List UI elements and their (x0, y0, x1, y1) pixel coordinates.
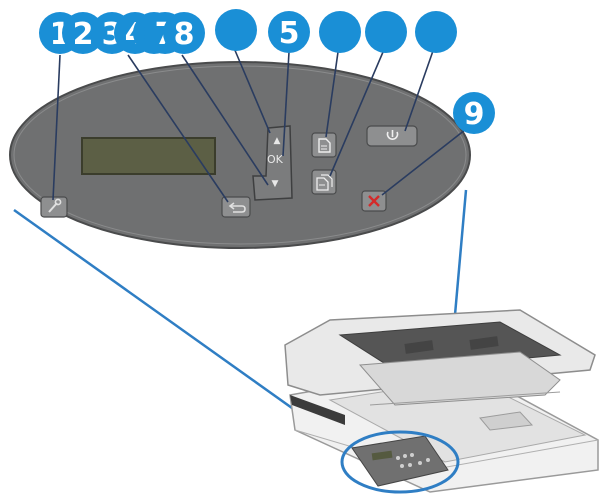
power-button[interactable] (366, 125, 418, 147)
callout-leader-lines (52, 47, 471, 203)
callout-up-arrow (215, 9, 257, 51)
svg-text:8: 8 (174, 17, 195, 52)
document-icon (318, 138, 331, 153)
callout-9: 9 (453, 92, 495, 134)
ok-button[interactable]: OK (267, 153, 284, 166)
down-arrow-button[interactable]: ▼ (264, 172, 288, 190)
down-arrow-icon: ▼ (272, 179, 279, 189)
magnified-control-panel (9, 61, 471, 249)
back-button[interactable] (221, 196, 251, 218)
navigation-pad (252, 125, 293, 201)
lcd-display (81, 137, 216, 175)
duplex-document-icon (316, 174, 333, 191)
wrench-icon (48, 198, 62, 213)
callout-power (415, 11, 457, 53)
svg-text:5: 5 (279, 16, 300, 51)
settings-button[interactable] (40, 196, 68, 218)
cancel-button[interactable] (361, 190, 387, 212)
up-arrow-icon: ▲ (274, 136, 281, 146)
callout-markers: 1 2 3 4 6 7 8 5 (39, 9, 495, 134)
svg-text:9: 9 (464, 97, 485, 132)
callout-scan-duplex (365, 11, 407, 53)
power-icon (386, 130, 399, 140)
callout-scan-simplex (319, 11, 361, 53)
callout-5: 5 (268, 11, 310, 53)
zoom-ring (340, 430, 460, 494)
scan-simplex-button[interactable] (311, 132, 337, 158)
svg-text:2: 2 (73, 17, 94, 52)
callout-2: 2 (62, 12, 104, 54)
ok-label: OK (267, 153, 284, 166)
callout-8: 8 (163, 12, 205, 54)
up-arrow-button[interactable]: ▲ (266, 130, 288, 148)
scanner-control-panel-small (351, 435, 449, 487)
scan-duplex-button[interactable] (311, 169, 337, 195)
x-icon (368, 195, 380, 207)
back-arrow-icon (228, 202, 246, 213)
scanner-illustration (284, 309, 599, 493)
